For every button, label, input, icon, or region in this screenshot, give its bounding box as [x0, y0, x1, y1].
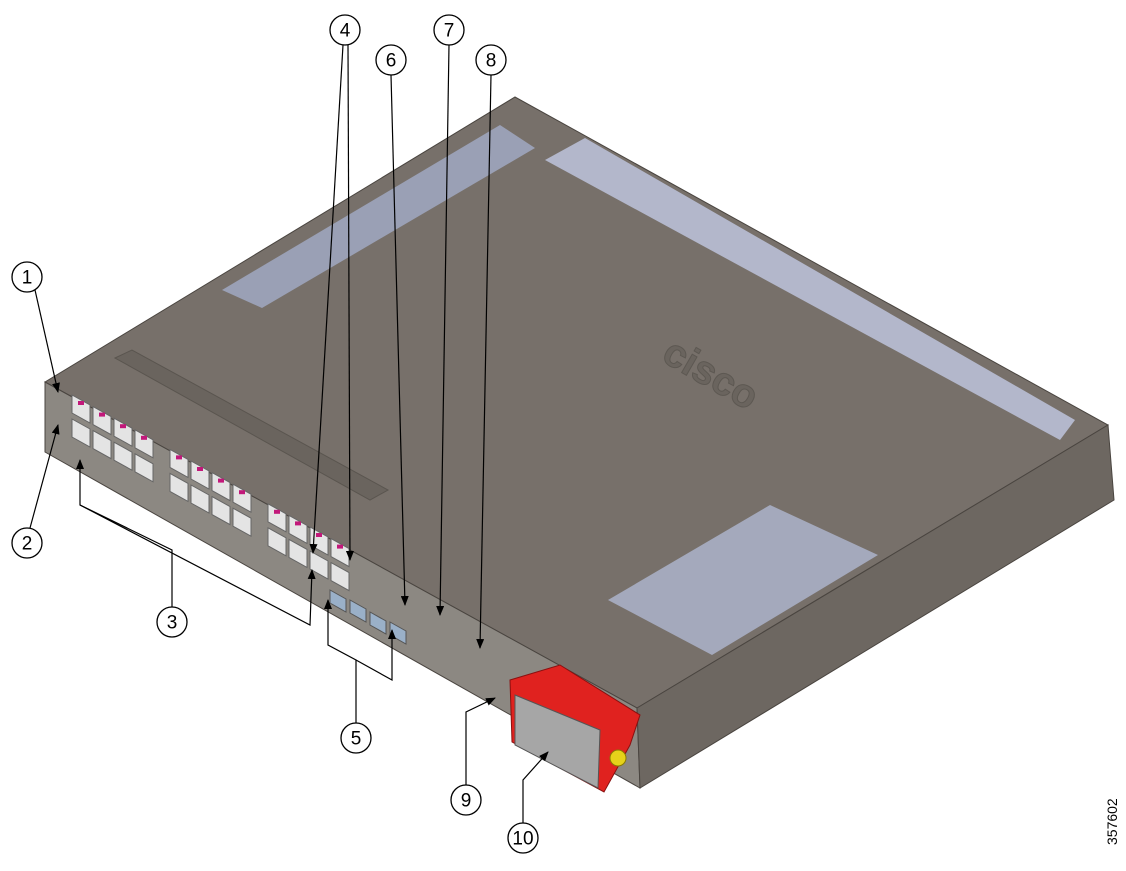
uplink-port: [329, 589, 347, 613]
top-vent-right: [545, 138, 1075, 440]
leader-lines: [29, 44, 549, 823]
uplink-port: [369, 611, 387, 635]
top-vent-bottom: [608, 505, 878, 655]
callout-4: 4: [329, 14, 361, 46]
port-latch: [218, 478, 224, 483]
port-latch: [141, 435, 147, 440]
callout-label: 8: [486, 51, 497, 72]
sfp-port: [71, 418, 91, 448]
callout-label: 9: [461, 791, 472, 812]
port-latch: [197, 467, 203, 471]
callout-8: 8: [475, 44, 507, 76]
figure-id: 357602: [1104, 798, 1120, 845]
psu-thumbscrew: [609, 749, 627, 767]
sfp-port: [288, 538, 308, 569]
callout-label: 1: [22, 268, 33, 289]
callout-label: 6: [386, 51, 397, 72]
callout-3: 3: [156, 606, 188, 638]
port-latch: [274, 509, 280, 514]
callout-5: 5: [340, 722, 372, 754]
sfp-port: [113, 441, 133, 472]
port-latch: [316, 533, 322, 537]
sfp-port: [232, 507, 252, 538]
port-latch: [99, 412, 105, 417]
top-vent-left: [222, 125, 535, 308]
callouts: 1 2 3 4 5 6 7 8 9 10: [11, 14, 539, 854]
callout-circle: [11, 261, 43, 293]
callout-6: 6: [375, 44, 407, 76]
callout-circle: [475, 44, 507, 76]
port-latch: [239, 490, 245, 495]
callout-circle: [507, 822, 539, 854]
callout-circle: [450, 784, 482, 816]
callout-circle: [375, 44, 407, 76]
front-ports: [71, 394, 407, 645]
callout-label: 5: [351, 729, 362, 750]
port-latch: [120, 424, 126, 429]
sfp-port: [134, 452, 154, 483]
callout-circle: [340, 722, 372, 754]
port-latch: [295, 521, 301, 526]
port-latch: [176, 455, 182, 460]
callout-circle: [433, 14, 465, 46]
callout-circle: [11, 527, 43, 559]
callout-label: 10: [512, 829, 533, 850]
port-latch: [337, 544, 343, 549]
sfp-port: [190, 484, 210, 514]
power-supply: [509, 664, 641, 793]
sfp-port: [211, 495, 231, 526]
callout-2: 2: [11, 527, 43, 559]
sfp-port: [92, 429, 112, 460]
port-latch: [78, 401, 84, 405]
callout-label: 3: [167, 613, 178, 634]
callout-label: 2: [22, 534, 33, 555]
uplink-port: [349, 599, 367, 623]
callout-label: 4: [340, 21, 351, 42]
chassis-rear-panel: [636, 424, 1115, 789]
sfp-port: [330, 561, 350, 592]
sfp-port: [309, 550, 329, 580]
callout-9: 9: [450, 784, 482, 816]
sfp-port: [267, 526, 287, 557]
sfp-port: [169, 472, 189, 503]
callout-1: 1: [11, 261, 43, 293]
callout-10: 10: [507, 822, 539, 854]
callout-label: 7: [444, 21, 455, 42]
callout-7: 7: [433, 14, 465, 46]
callout-circle: [329, 14, 361, 46]
top-recess: [113, 349, 390, 501]
callout-circle: [156, 606, 188, 638]
psu-body: [514, 694, 601, 789]
